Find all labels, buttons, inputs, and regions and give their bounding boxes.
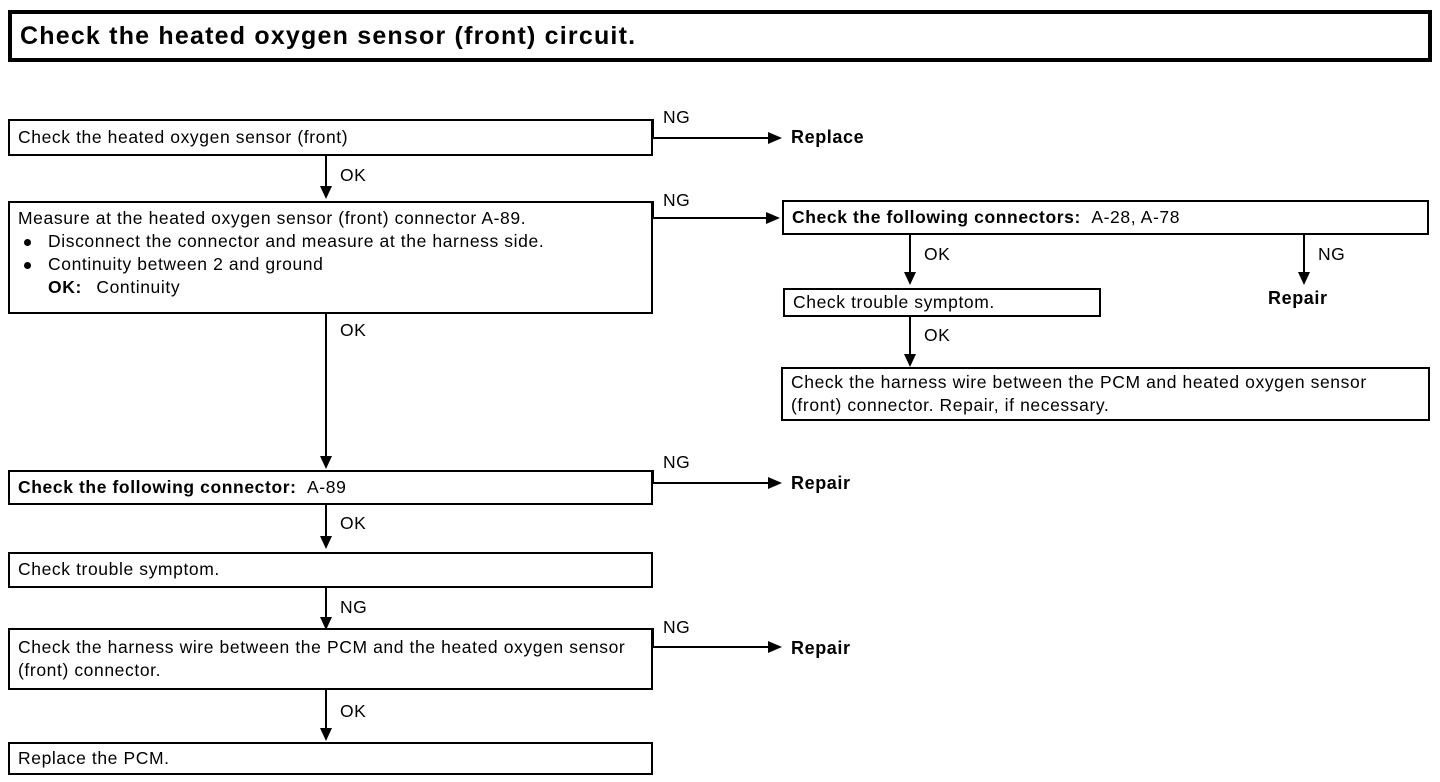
edge-measure-ng-horizontal <box>652 217 768 219</box>
node-measure-bullet-2: Continuity between 2 and ground <box>48 254 324 275</box>
edge-sensor-ng-horizontal <box>652 137 770 139</box>
node-check-connector-left-value: A-89 <box>307 476 347 497</box>
list-item: Continuity between 2 and ground <box>18 253 643 276</box>
node-check-connector-left: Check the following connector: A-89 <box>8 470 653 505</box>
node-check-connectors-right-value: A-28, A-78 <box>1091 206 1181 227</box>
node-replace-pcm: Replace the PCM. <box>8 742 653 775</box>
node-measure-ok-value: Continuity <box>96 277 181 298</box>
edge-right-symptom-ok-line <box>909 317 911 357</box>
node-replace-pcm-label: Replace the PCM. <box>18 747 170 768</box>
edge-label-harness-to-replace: OK <box>340 701 367 721</box>
edge-label-connector-to-symptom: OK <box>340 513 367 533</box>
edge-symptom-ng-line <box>325 588 327 620</box>
edge-sensor-ng-arrowhead <box>768 132 782 144</box>
node-check-sensor: Check the heated oxygen sensor (front) <box>8 119 653 156</box>
edge-label-sensor-to-measure: OK <box>340 165 367 185</box>
terminal-replace: Replace <box>791 127 865 147</box>
edge-harness-ng-horizontal <box>652 646 770 648</box>
node-harness-left: Check the harness wire between the PCM a… <box>8 628 653 690</box>
node-check-connector-left-label: Check the following connector: <box>18 476 297 497</box>
edge-right-connectors-ng-arrowhead <box>1298 272 1310 285</box>
node-measure-ok-label: OK: <box>48 277 82 298</box>
node-measure-heading: Measure at the heated oxygen sensor (fro… <box>18 208 527 228</box>
edge-label-right-connectors-ng: NG <box>1318 244 1346 264</box>
node-harness-right-label: Check the harness wire between the PCM a… <box>791 371 1367 415</box>
edge-measure-ng-vertical <box>652 201 654 219</box>
node-harness-right: Check the harness wire between the PCM a… <box>781 367 1430 421</box>
bullet-dot-icon <box>24 239 31 247</box>
edge-connector-ng-arrowhead <box>768 477 782 489</box>
edge-harness-to-replace-line <box>325 690 327 730</box>
edge-right-connectors-ok-arrowhead <box>904 272 916 285</box>
edge-connector-ng-horizontal <box>652 482 770 484</box>
bullet-dot-icon <box>24 262 31 270</box>
edge-sensor-ng-vertical <box>652 119 654 138</box>
edge-label-right-symptom-ok: OK <box>924 325 951 345</box>
node-measure-ok-row: OK: Continuity <box>18 276 643 299</box>
edge-label-harness-ng: NG <box>663 617 691 637</box>
edge-label-connector-ng: NG <box>663 452 691 472</box>
terminal-repair-right-top: Repair <box>1268 288 1328 308</box>
edge-measure-to-connector-arrowhead <box>320 456 332 469</box>
node-check-connectors-right-label: Check the following connectors: <box>792 206 1081 227</box>
diagram-title-box: Check the heated oxygen sensor (front) c… <box>8 10 1432 62</box>
edge-measure-ng-arrowhead <box>766 212 780 224</box>
terminal-repair-mid: Repair <box>791 473 851 493</box>
edge-measure-to-connector-line <box>325 314 327 458</box>
node-trouble-symptom-left: Check trouble symptom. <box>8 552 653 588</box>
node-trouble-symptom-right-label: Check trouble symptom. <box>793 291 995 312</box>
edge-right-connectors-ok-line <box>909 235 911 274</box>
edge-label-right-connectors-ok: OK <box>924 244 951 264</box>
edge-harness-to-replace-arrowhead <box>320 728 332 741</box>
edge-harness-ng-vertical <box>652 628 654 648</box>
edge-sensor-to-measure-line <box>325 156 327 188</box>
node-harness-left-label: Check the harness wire between the PCM a… <box>18 636 626 680</box>
edge-harness-ng-arrowhead <box>768 641 782 653</box>
edge-label-measure-to-connector: OK <box>340 320 367 340</box>
edge-connector-ng-vertical <box>652 470 654 484</box>
node-measure-bullet-1: Disconnect the connector and measure at … <box>48 231 545 252</box>
terminal-repair-bottom: Repair <box>791 638 851 658</box>
edge-label-measure-ng: NG <box>663 190 691 210</box>
edge-symptom-ng-arrowhead <box>320 617 332 630</box>
node-measure-bullets: Disconnect the connector and measure at … <box>18 230 643 276</box>
list-item: Disconnect the connector and measure at … <box>18 230 643 253</box>
node-trouble-symptom-left-label: Check trouble symptom. <box>18 559 220 580</box>
node-check-connectors-right: Check the following connectors: A-28, A-… <box>782 200 1429 235</box>
edge-right-symptom-ok-arrowhead <box>904 354 916 367</box>
edge-connector-to-symptom-line <box>325 505 327 538</box>
edge-right-connectors-ng-line <box>1303 235 1305 274</box>
node-measure: Measure at the heated oxygen sensor (fro… <box>8 201 653 314</box>
node-trouble-symptom-right: Check trouble symptom. <box>783 288 1101 317</box>
edge-sensor-to-measure-arrowhead <box>320 186 332 199</box>
node-check-sensor-label: Check the heated oxygen sensor (front) <box>18 126 349 147</box>
edge-label-sensor-ng: NG <box>663 107 691 127</box>
edge-label-symptom-ng: NG <box>340 597 368 617</box>
page-title: Check the heated oxygen sensor (front) c… <box>20 21 637 50</box>
edge-connector-to-symptom-arrowhead <box>320 536 332 549</box>
